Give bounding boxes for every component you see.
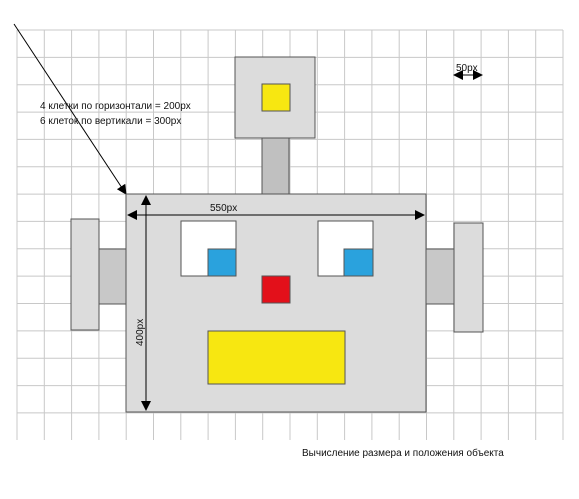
annotation-vertical: 6 клеток по вертикали = 300px	[40, 116, 181, 127]
height-label: 400px	[135, 319, 146, 346]
cell-size-label: 50px	[456, 63, 478, 74]
right-ear	[453, 222, 484, 333]
figure-caption: Вычисление размера и положения объекта	[302, 447, 504, 459]
annotation-horizontal: 4 клетки по горизонтали = 200px	[40, 101, 191, 112]
left-ear	[70, 218, 100, 331]
nose	[261, 275, 291, 304]
right-ear-connector	[425, 248, 455, 305]
antenna-head	[234, 56, 316, 139]
left-eye-pupil	[207, 248, 237, 277]
antenna-stem	[261, 137, 290, 195]
width-label: 550px	[210, 203, 237, 214]
right-eye-pupil	[343, 248, 374, 277]
antenna-light	[261, 83, 291, 112]
annotation-pointer-line	[13, 23, 127, 195]
mouth	[207, 330, 346, 385]
left-ear-connector	[97, 248, 127, 305]
